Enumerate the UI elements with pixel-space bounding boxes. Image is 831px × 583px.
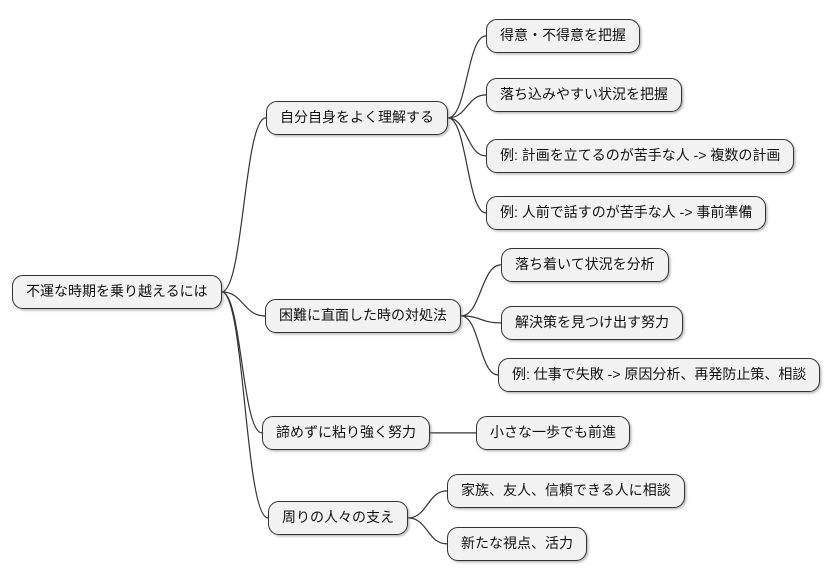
- edge-connector: [447, 117, 487, 214]
- node-leaf-example-work-failure: 例: 仕事で失敗 -> 原因分析、再発防止策、相談: [498, 358, 821, 392]
- edge-connector: [221, 291, 263, 434]
- edge-connector: [221, 117, 267, 293]
- node-branch-coping-with-difficulties: 困難に直面した時の対処法: [265, 299, 461, 333]
- edge-connector: [447, 35, 487, 119]
- node-branch-understand-yourself: 自分自身をよく理解する: [266, 101, 448, 135]
- node-leaf-new-perspective-energy: 新たな視点、活力: [447, 527, 587, 561]
- edge-connector: [460, 315, 499, 376]
- edge-connector: [221, 291, 266, 317]
- edge-connector: [407, 490, 448, 519]
- edge-connector: [460, 315, 502, 324]
- node-branch-support-of-others: 周りの人々の支え: [268, 501, 408, 535]
- node-branch-persistent-effort: 諦めずに粘り強く努力: [262, 416, 430, 450]
- node-leaf-effort-to-find-solutions: 解決策を見つけ出す努力: [501, 306, 683, 340]
- node-root-overcome-unlucky-times: 不運な時期を乗り越えるには: [12, 275, 222, 309]
- edge-connector: [447, 117, 487, 157]
- node-leaf-example-bad-at-public-speaking: 例: 人前で話すのが苦手な人 -> 事前準備: [486, 196, 767, 230]
- node-leaf-small-steps-forward: 小さな一歩でも前進: [476, 416, 630, 450]
- node-leaf-know-depressing-situations: 落ち込みやすい状況を把握: [486, 78, 682, 112]
- node-leaf-analyze-calmly: 落ち着いて状況を分析: [501, 248, 669, 282]
- edge-connector: [460, 264, 502, 317]
- edge-connector: [407, 517, 448, 545]
- edge-connector: [447, 94, 487, 119]
- node-leaf-know-strengths-weaknesses: 得意・不得意を把握: [486, 19, 640, 53]
- node-leaf-consult-trusted-people: 家族、友人、信頼できる人に相談: [447, 474, 685, 508]
- node-leaf-example-bad-at-planning: 例: 計画を立てるのが苦手な人 -> 複数の計画: [486, 139, 795, 173]
- edge-connector: [221, 291, 269, 519]
